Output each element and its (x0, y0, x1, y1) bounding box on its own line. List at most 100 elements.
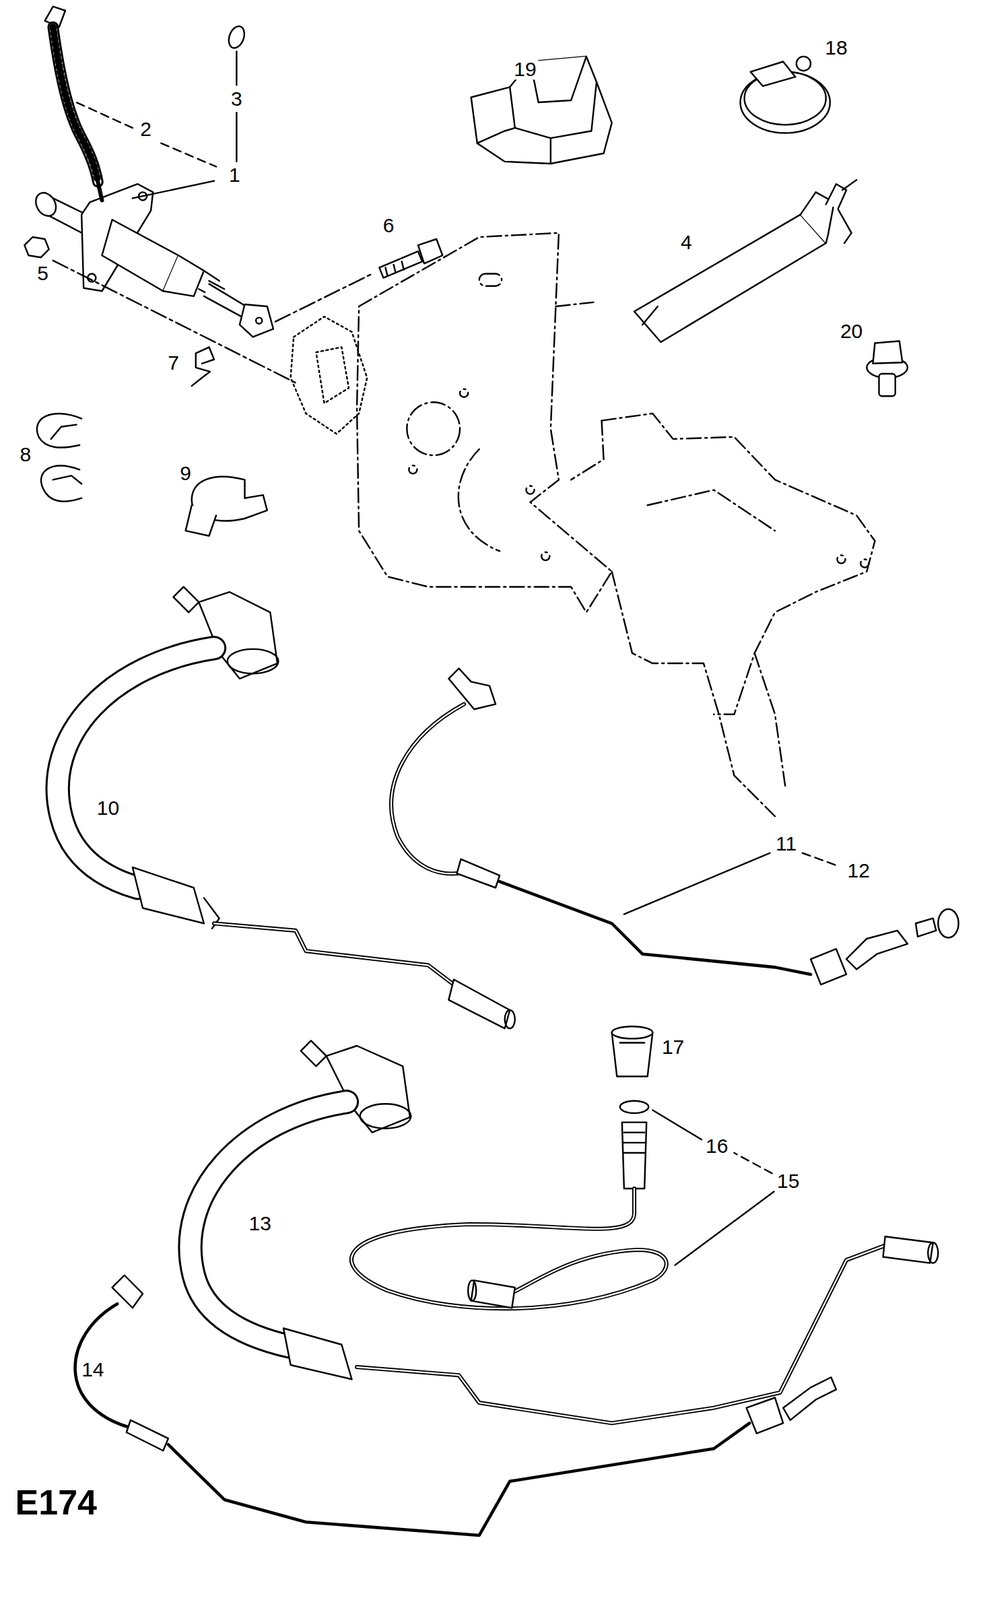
bolt (385, 261, 404, 276)
engine-outline (612, 571, 775, 817)
hose-clamp (740, 56, 831, 134)
hydraulic-line (448, 668, 496, 710)
hydraulic-line (391, 704, 464, 874)
leader-line (160, 143, 217, 167)
hydraulic-line (360, 1103, 412, 1128)
bleed-tool (642, 306, 658, 325)
callout-number: 6 (381, 214, 397, 237)
bleed-tool (826, 183, 847, 209)
pipe-clip (185, 476, 268, 536)
master-cylinder (239, 304, 274, 337)
switch (872, 340, 903, 363)
pipe (351, 1122, 667, 1309)
assembly-line (53, 260, 373, 384)
engine-outline (356, 232, 613, 613)
hydraulic-line (168, 1422, 750, 1536)
hydraulic-line (300, 1040, 327, 1066)
callout-number: 16 (703, 1135, 730, 1158)
engine-outline (408, 465, 417, 474)
hydraulic-line (75, 1303, 133, 1429)
hydraulic-line (173, 586, 199, 613)
callout-number: 18 (822, 37, 850, 59)
hydraulic-line (448, 979, 510, 1029)
callout-number: 3 (228, 88, 245, 110)
callout-number: 5 (35, 262, 51, 285)
hydraulic-line (57, 586, 516, 1029)
callout-number: 8 (18, 444, 34, 466)
hydraulic-line (356, 1244, 888, 1423)
hydraulic-line (326, 1045, 411, 1133)
hydraulic-line (391, 704, 464, 874)
nut (24, 236, 49, 258)
bolt (379, 251, 423, 278)
hose-clamp (750, 61, 796, 86)
leader-line (235, 51, 237, 85)
hydraulic-line (190, 1040, 939, 1423)
sleeve (612, 1026, 654, 1076)
pipe (351, 1188, 667, 1309)
pipe (351, 1188, 667, 1309)
pipe (467, 1279, 477, 1301)
hydraulic-line (499, 881, 811, 975)
master-cylinder (31, 181, 274, 337)
pipe-clip (185, 504, 217, 536)
hydraulic-line (75, 1275, 837, 1536)
callout-number: 20 (838, 320, 865, 343)
callout-number: 13 (247, 1213, 274, 1235)
engine-outline (555, 302, 594, 307)
pipe (624, 1132, 645, 1153)
leader-line (235, 112, 237, 162)
callout-number: 17 (659, 1036, 687, 1059)
clip (191, 347, 215, 387)
engine-outline (479, 274, 502, 287)
bolt (379, 239, 443, 279)
hydraulic-line (214, 923, 454, 985)
hydraulic-line (132, 867, 205, 924)
sleeve (620, 1041, 645, 1043)
callout-number: 15 (774, 1170, 802, 1192)
parts-illustration (24, 6, 959, 1536)
leader-line (132, 181, 215, 199)
assembly-line (53, 260, 296, 384)
pipe-clip (41, 465, 82, 502)
hydraulic-line (457, 859, 501, 888)
leader-line (652, 1127, 773, 1175)
engine-outline (406, 401, 460, 456)
screw (915, 918, 936, 937)
callout-number: 7 (165, 352, 182, 374)
master-cylinder (101, 219, 179, 291)
hydraulic-line (846, 930, 908, 970)
callout-number: 2 (138, 119, 154, 141)
bleed-tool (634, 214, 827, 343)
hydraulic-line (356, 1244, 888, 1423)
leader-line (675, 1191, 775, 1266)
leader-line (802, 853, 837, 866)
hydraulic-line (783, 1376, 837, 1420)
hydraulic-line (746, 1397, 784, 1434)
leader-line (76, 102, 133, 128)
clutch-hose (45, 6, 99, 182)
master-cylinder (162, 255, 205, 297)
leader-line (733, 1152, 772, 1173)
hydraulic-line (504, 1009, 516, 1029)
callout-number: 19 (511, 58, 538, 81)
clutch-hose (53, 26, 99, 182)
figure-code: E174 (13, 1483, 99, 1521)
clutch-hose (53, 26, 99, 182)
callout-number: 10 (94, 797, 122, 819)
callout-number: 4 (678, 232, 695, 254)
engine-outline (754, 653, 786, 786)
hydraulic-line (190, 1101, 347, 1346)
switch (866, 340, 908, 396)
callout-number: 12 (845, 860, 872, 883)
engine-outline (356, 232, 875, 817)
hydraulic-line (927, 1242, 938, 1263)
leader-line (76, 51, 837, 1265)
callout-number: 11 (773, 832, 799, 855)
leader-line (624, 853, 771, 915)
assembly-line (275, 274, 373, 322)
bolt (418, 239, 443, 264)
hydraulic-line (57, 647, 215, 888)
hydraulic-line (391, 668, 908, 986)
